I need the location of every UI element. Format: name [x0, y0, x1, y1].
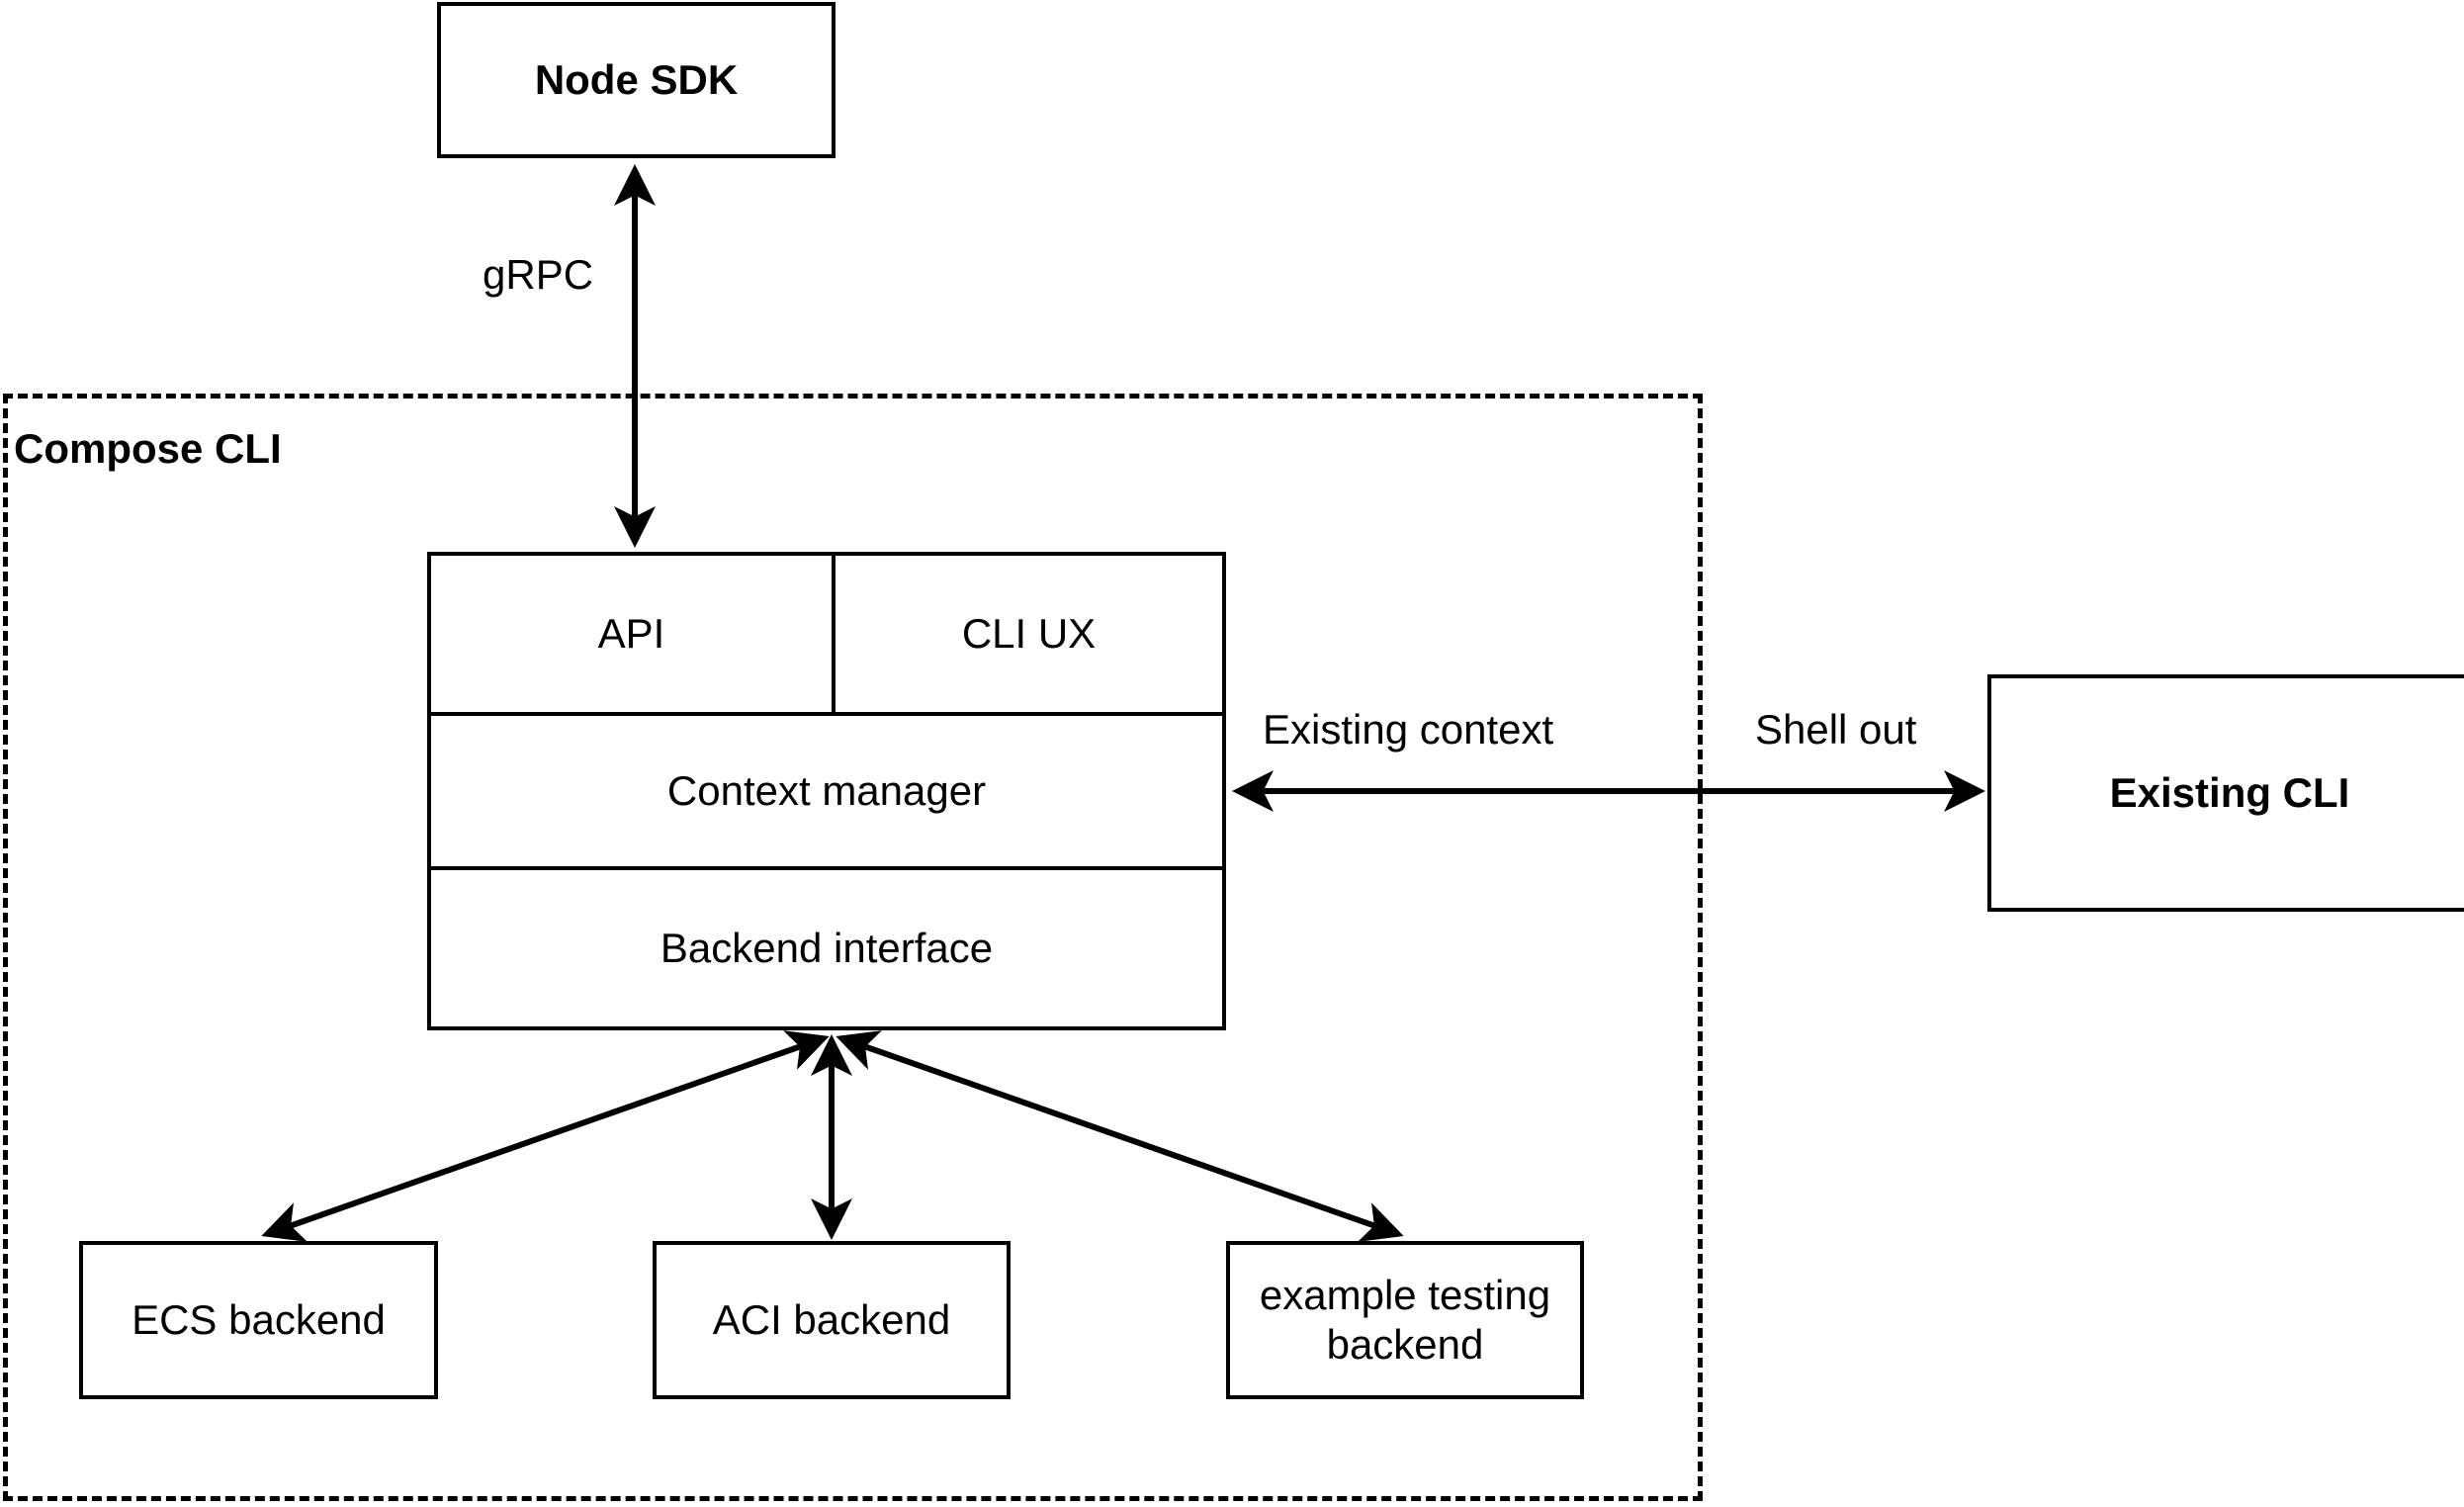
- context-manager-label: Context manager: [666, 767, 987, 814]
- existing-context-edge-label: Existing context: [1263, 706, 1554, 753]
- example-testing-backend-label-line2: backend: [1326, 1321, 1484, 1368]
- context-manager-cell[interactable]: Context manager: [431, 712, 1222, 870]
- node-sdk-box[interactable]: Node SDK: [437, 2, 836, 158]
- compose-cli-group-boundary: [3, 394, 1703, 1501]
- ecs-backend-label: ECS backend: [132, 1296, 386, 1344]
- aci-backend-label: ACI backend: [712, 1296, 951, 1344]
- edge-backend-interface-to-ecs: [261, 1030, 830, 1242]
- aci-backend-box[interactable]: ACI backend: [653, 1241, 1011, 1399]
- api-label: API: [597, 610, 665, 657]
- edge-backend-interface-to-example: [836, 1030, 1404, 1242]
- grpc-edge-label: gRPC: [483, 251, 594, 298]
- node-sdk-label: Node SDK: [534, 56, 739, 104]
- cli-ux-cell[interactable]: CLI UX: [836, 556, 1222, 712]
- example-testing-backend-label-line1: example testing: [1259, 1272, 1551, 1319]
- existing-cli-label: Existing CLI: [2109, 769, 2350, 817]
- backend-interface-cell[interactable]: Backend interface: [431, 870, 1222, 1026]
- shell-out-edge-label: Shell out: [1755, 706, 1917, 753]
- existing-cli-box[interactable]: Existing CLI: [1987, 674, 2464, 912]
- compose-cli-stack: [427, 552, 1226, 1030]
- backend-interface-label: Backend interface: [660, 925, 994, 971]
- example-testing-backend-box[interactable]: example testing backend: [1226, 1241, 1584, 1399]
- cli-ux-label: CLI UX: [961, 610, 1097, 657]
- compose-cli-group-label: Compose CLI: [14, 425, 282, 472]
- ecs-backend-box[interactable]: ECS backend: [79, 1241, 438, 1399]
- api-cell[interactable]: API: [431, 556, 836, 712]
